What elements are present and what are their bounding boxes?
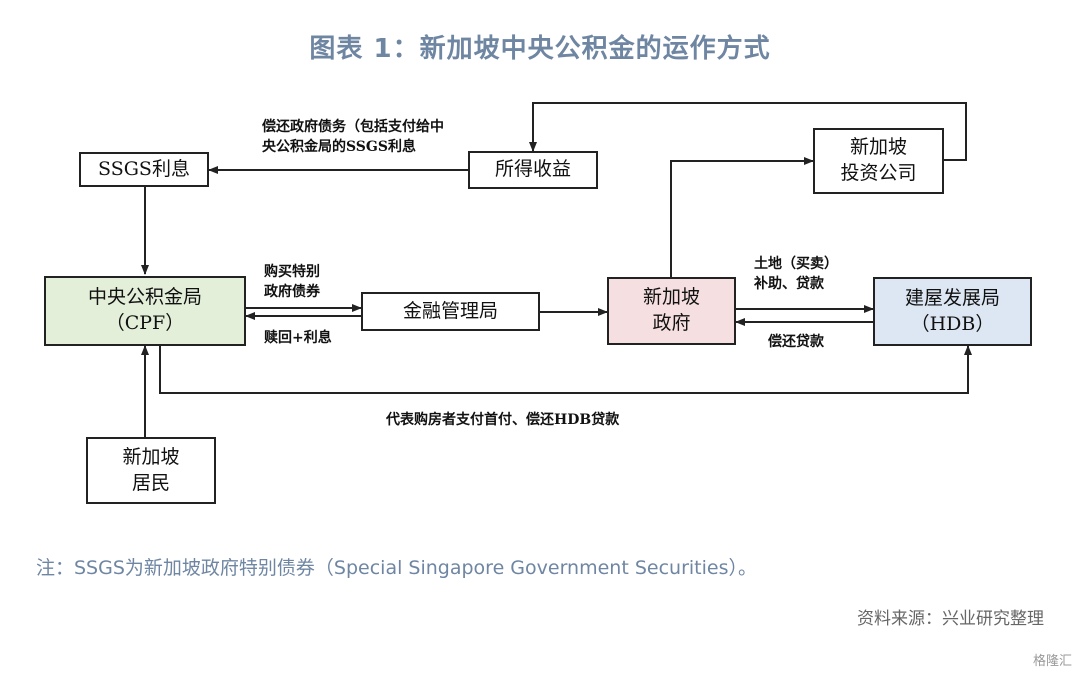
edge-label-land-line2: 补助、贷款 <box>754 276 824 293</box>
node-cpf-line2: （CPF） <box>105 312 185 334</box>
node-hdb-line2: （HDB） <box>910 312 995 335</box>
edge-label-repay-loan: 偿还贷款 <box>768 334 824 350</box>
node-gic-line2: 投资公司 <box>840 162 917 184</box>
node-ssgs-label: SSGS利息 <box>98 157 190 180</box>
node-mas: 金融管理局 <box>361 292 540 331</box>
node-gov-line2: 政府 <box>652 312 691 334</box>
node-gic: 新加坡 投资公司 <box>813 128 944 194</box>
node-res-line1: 新加坡 <box>122 445 180 468</box>
edge-label-repay-debt: 偿还政府债务（包括支付给中 央公积金局的SSGS利息 <box>262 117 444 158</box>
node-hdb: 建屋发展局 （HDB） <box>873 277 1032 346</box>
node-residents: 新加坡 居民 <box>86 437 216 504</box>
node-income: 所得收益 <box>468 151 598 189</box>
edge-gic-to-income <box>529 102 967 161</box>
edge-cpf-to-hdb <box>159 345 972 394</box>
edge-label-repay-line2: 央公积金局的SSGS利息 <box>262 139 416 156</box>
node-ssgs-interest: SSGS利息 <box>79 152 209 187</box>
node-income-label: 所得收益 <box>494 158 571 181</box>
edge-gov-to-gic <box>670 157 814 277</box>
edge-label-buy-bonds: 购买特别 政府债券 <box>264 262 320 303</box>
node-gic-line1: 新加坡 <box>849 136 907 159</box>
node-government: 新加坡 政府 <box>607 277 736 345</box>
footnote: 注：SSGS为新加坡政府特别债券（Special Singapore Gover… <box>36 557 757 579</box>
edge-label-land-line1: 土地（买卖） <box>754 256 838 272</box>
node-res-line2: 居民 <box>131 471 170 494</box>
node-hdb-line1: 建屋发展局 <box>904 286 1000 309</box>
page-title: 图表 1：新加坡中央公积金的运作方式 <box>309 34 771 64</box>
node-cpf-line1: 中央公积金局 <box>87 286 202 309</box>
edge-label-buy-line2: 政府债券 <box>264 284 320 301</box>
edge-label-repay-line1: 偿还政府债务（包括支付给中 <box>262 119 444 135</box>
watermark: 格隆汇 <box>1032 654 1072 669</box>
edge-label-downpayment: 代表购房者支付首付、偿还HDB贷款 <box>386 412 620 428</box>
edge-label-buy-line1: 购买特别 <box>264 264 320 280</box>
edge-label-land: 土地（买卖） 补助、贷款 <box>754 254 838 295</box>
source-note: 资料来源：兴业研究整理 <box>857 609 1044 629</box>
node-mas-label: 金融管理局 <box>402 299 498 322</box>
node-cpf: 中央公积金局 （CPF） <box>44 276 246 346</box>
edge-label-redeem: 赎回+利息 <box>264 330 332 346</box>
node-gov-line1: 新加坡 <box>642 286 700 309</box>
